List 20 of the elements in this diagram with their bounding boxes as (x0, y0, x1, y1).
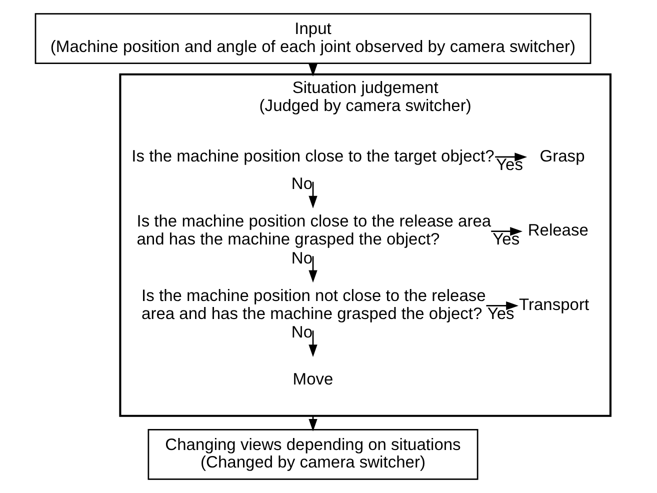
edge-label: No (291, 174, 313, 193)
arrow (308, 330, 318, 358)
arrow (495, 152, 528, 162)
node-text: Move (292, 369, 334, 388)
arrow (491, 227, 523, 236)
node-text: Is the machine position not close to the release area and has the machine grasped the object? (142, 286, 486, 323)
node-text: Transport (518, 294, 590, 314)
edge-label: Yes (492, 230, 520, 249)
node-text: Release (528, 220, 588, 240)
edge-label: No (291, 322, 313, 342)
edge-label: Yes (496, 155, 524, 174)
node-text: Is the machine position close to the target object? (132, 146, 494, 166)
arrow (486, 301, 518, 310)
edge-label: Yes (487, 304, 514, 323)
arrow (308, 256, 318, 283)
edge-label: No (291, 248, 313, 268)
node-text: Is the machine position close to the release area and has the machine grasped the object? (136, 212, 492, 249)
node-box: Changing views depending on situations (Changed by camera switcher) (148, 428, 478, 480)
arrow (308, 182, 318, 208)
node-text: Grasp (540, 146, 585, 166)
